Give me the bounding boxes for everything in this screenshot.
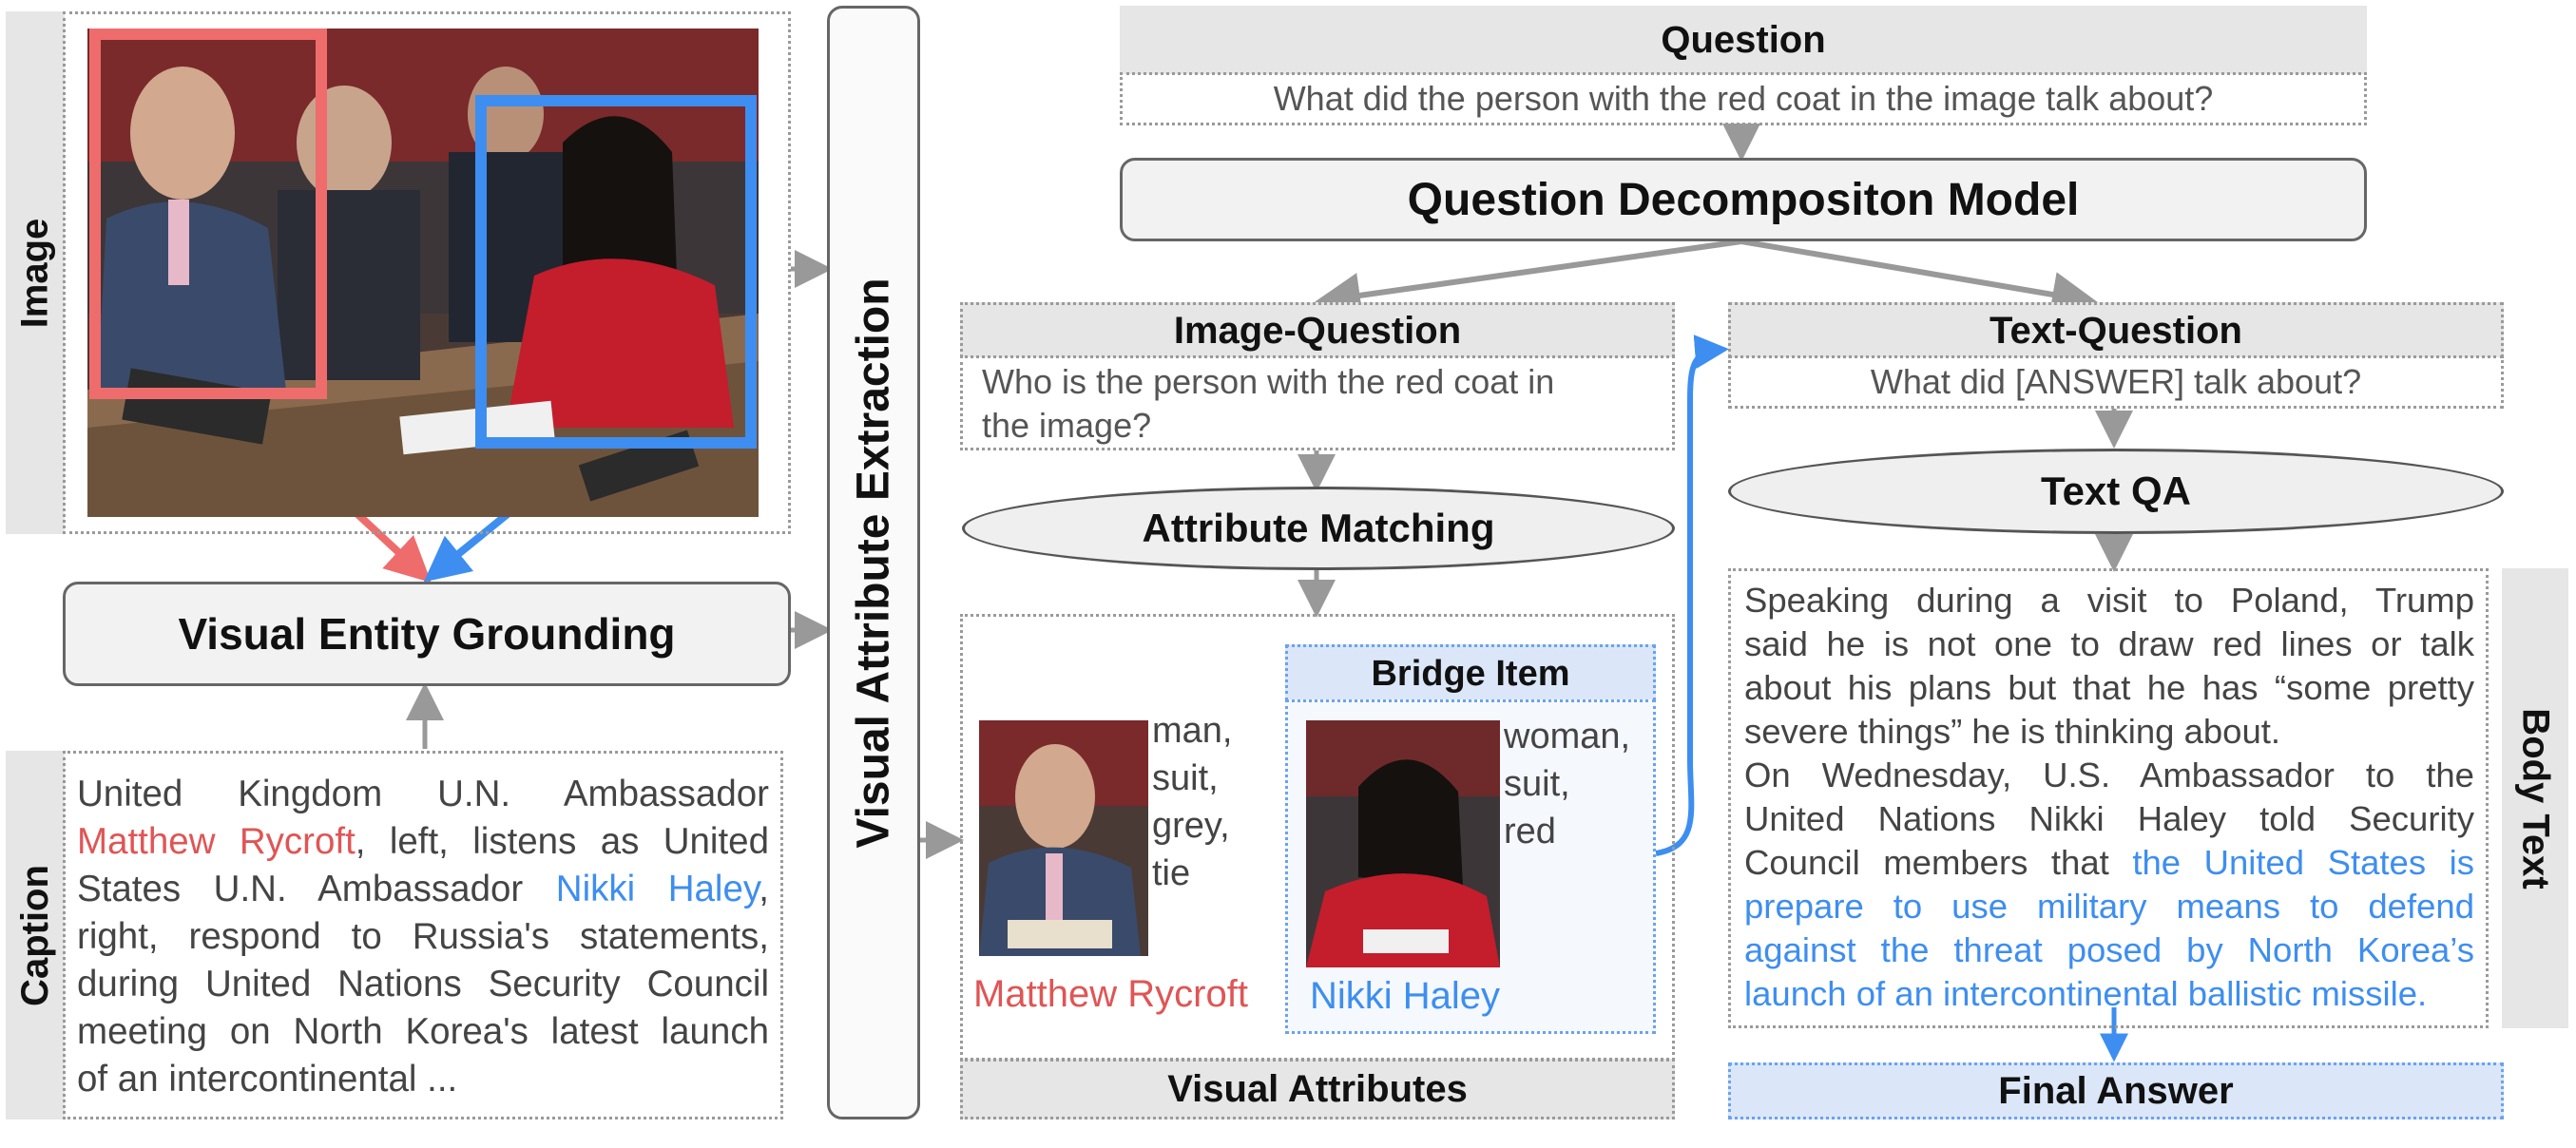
question-decomposition-model-box: Question Decompositon Model: [1120, 158, 2367, 241]
caption-line: of an intercontinental ...: [77, 1059, 458, 1100]
attribute-word: suit,: [1152, 758, 1219, 798]
body-line: Council members that the United States i…: [1744, 843, 2474, 882]
caption-label: Caption: [13, 864, 56, 1006]
visual-attribute-extraction-box: Visual Attribute Extraction: [827, 6, 920, 1119]
model-to-text-question-arrow: [1740, 239, 2098, 317]
attribute-word: tie: [1152, 853, 1191, 893]
body-line: United Nations Nikki Haley told Security: [1744, 799, 2474, 838]
visual-entity-grounding-label: Visual Entity Grounding: [178, 609, 676, 659]
question-header: Question: [1120, 6, 2367, 74]
attribute-word: red: [1504, 812, 1556, 851]
image-label-bar: Image: [6, 11, 65, 534]
caption-line: Matthew Rycroft, left, listens as United: [77, 821, 769, 862]
caption-line: during United Nations Security Council: [77, 964, 769, 1004]
image-question-line: the image?: [982, 406, 1152, 445]
attribute-word: grey,: [1152, 806, 1230, 846]
caption-line: meeting on North Korea's latest launch: [77, 1011, 769, 1052]
body-line: On Wednesday, U.S. Ambassador to the: [1744, 756, 2474, 794]
nikki-haley-name: Nikki Haley: [1310, 975, 1501, 1017]
red-bounding-box: [89, 29, 327, 399]
image-question-text-box: Who is the person with the red coat in t…: [960, 355, 1675, 450]
nikki-attributes: woman, suit, red: [1504, 713, 1630, 855]
bridge-to-text-question-arrow: [1655, 335, 1729, 856]
caption-line: States U.N. Ambassador Nikki Haley,: [77, 869, 769, 909]
attribute-word: suit,: [1504, 764, 1570, 804]
body-text-label-bar: Body Text: [2502, 568, 2568, 1028]
body-line: about his plans but that he has “some pr…: [1744, 668, 2474, 707]
visual-attributes-footer: Visual Attributes: [960, 1059, 1675, 1119]
matthew-rycroft-thumbnail: [979, 720, 1148, 956]
image-question-line: Who is the person with the red coat in: [982, 362, 1555, 401]
attribute-matching-label: Attribute Matching: [1142, 506, 1495, 550]
matthew-attributes: man, suit, grey, tie: [1152, 707, 1232, 897]
caption-line: United Kingdom U.N. Ambassador: [77, 774, 769, 814]
attribute-matching-node: Attribute Matching: [962, 487, 1675, 570]
caption-name-nikki: Nikki Haley: [555, 869, 759, 909]
attribute-word: man,: [1152, 711, 1233, 751]
question-decomposition-model-label: Question Decompositon Model: [1407, 174, 2080, 225]
question-text: What did the person with the red coat in…: [1273, 79, 2214, 118]
image-label: Image: [13, 218, 56, 328]
body-line: severe things” he is thinking about.: [1744, 712, 2281, 751]
body-line: Speaking during a visit to Poland, Trump: [1744, 581, 2474, 620]
attribute-word: woman,: [1504, 717, 1631, 756]
text-question-text: What did [ANSWER] talk about?: [1870, 362, 2362, 401]
caption-label-bar: Caption: [6, 751, 65, 1119]
body-line-highlight: launch of an intercontinental ballistic …: [1744, 974, 2428, 1013]
final-answer-label: Final Answer: [1998, 1069, 2234, 1112]
image-frame: [63, 11, 791, 534]
body-line-highlight: prepare to use military means to defend: [1744, 887, 2474, 926]
blue-bounding-box: [475, 95, 757, 449]
text-qa-label: Text QA: [2041, 469, 2191, 513]
body-text-box: Speaking during a visit to Poland, Trump…: [1728, 568, 2489, 1028]
text-qa-node: Text QA: [1728, 449, 2504, 534]
final-answer-box: Final Answer: [1728, 1062, 2504, 1119]
body-line-highlight: against the threat posed by North Korea’…: [1744, 930, 2474, 969]
visual-entity-grounding-box: Visual Entity Grounding: [63, 582, 791, 686]
visual-attribute-extraction-label: Visual Attribute Extraction: [848, 277, 899, 849]
caption-line: right, respond to Russia's statements,: [77, 916, 769, 957]
nikki-haley-thumbnail: [1306, 720, 1500, 967]
model-to-image-question-arrow: [1315, 239, 1742, 318]
un-meeting-photo: [87, 29, 759, 517]
image-question-header: Image-Question: [960, 302, 1675, 357]
body-text-label: Body Text: [2514, 707, 2557, 890]
text-question-header: Text-Question: [1728, 302, 2504, 357]
text-question-text-box: What did [ANSWER] talk about?: [1728, 355, 2504, 409]
body-line: said he is not one to draw red lines or …: [1744, 624, 2474, 663]
matthew-rycroft-name: Matthew Rycroft: [973, 973, 1248, 1015]
question-text-box: What did the person with the red coat in…: [1120, 72, 2367, 125]
caption-name-matthew: Matthew Rycroft: [77, 821, 356, 862]
caption-box: United Kingdom U.N. Ambassador Matthew R…: [63, 751, 783, 1119]
bridge-item-header: Bridge Item: [1285, 644, 1656, 701]
